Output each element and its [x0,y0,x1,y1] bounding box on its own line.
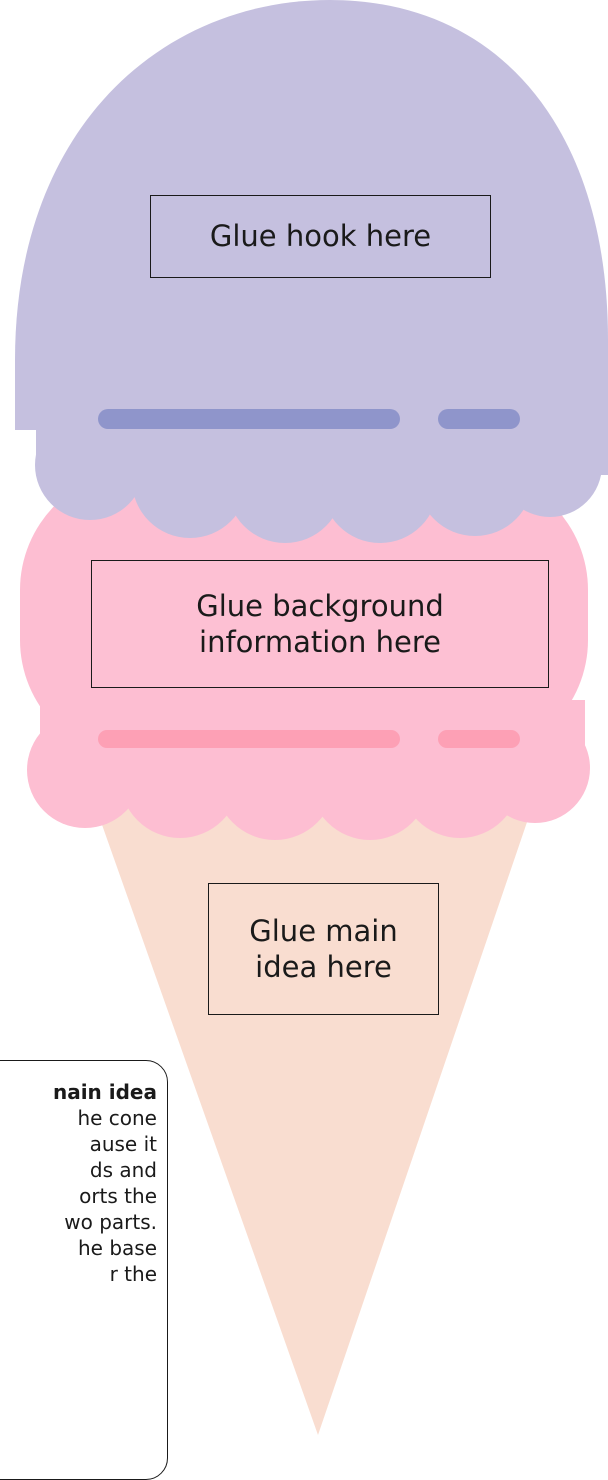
pink-stripe-short [438,730,520,748]
background-label-line: Glue background [196,588,444,623]
main-idea-label-line: Glue main [249,913,398,948]
note-line: ause it [89,1132,157,1156]
note-line: orts the [79,1184,157,1208]
background-label-line: information here [199,625,441,659]
hook-glue-box: Glue hook here [150,195,491,278]
background-glue-box: Glue background information here [91,560,549,688]
main-idea-label-line: idea here [255,950,392,984]
note-title: nain idea [52,1080,157,1104]
note-line: wo parts. [64,1210,157,1234]
pink-stripe-long [98,730,400,748]
note-line: ds and [89,1158,157,1182]
note-line: r the [109,1262,157,1286]
note-line: he cone [77,1106,157,1130]
note-line: he base [77,1236,157,1260]
purple-stripe-long [98,409,400,429]
purple-scoop [15,0,608,543]
hook-label: Glue hook here [209,219,432,254]
purple-stripe-short [438,409,520,429]
explanation-note: nain idea he cone ause it ds and orts th… [0,1060,168,1480]
main-idea-glue-box: Glue main idea here [208,883,439,1015]
